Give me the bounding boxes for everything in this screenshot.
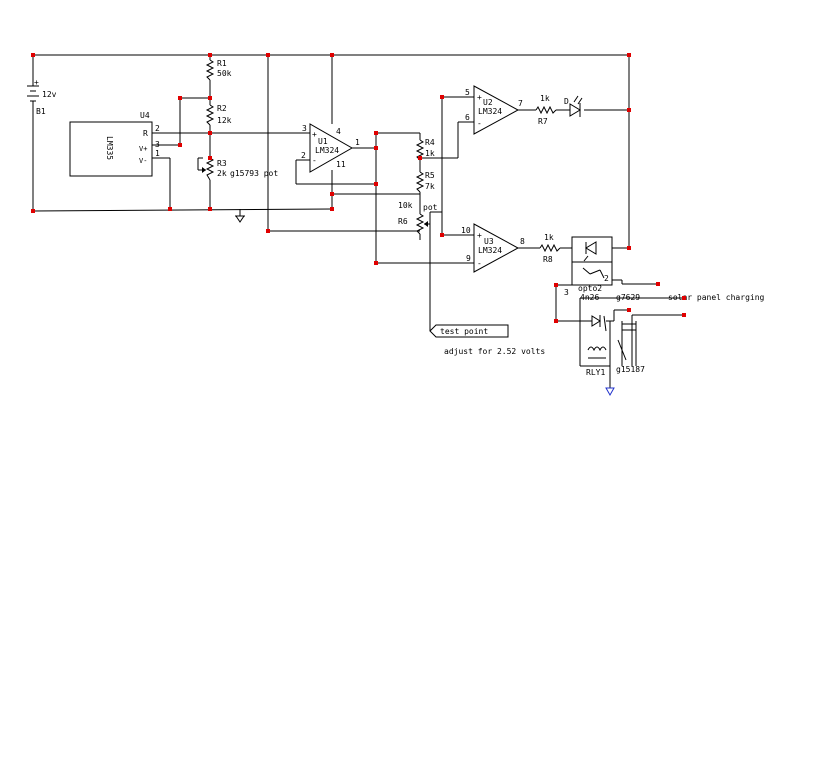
u3-pin-in-minus: 9 xyxy=(466,254,471,263)
r8-ref: R8 xyxy=(543,255,553,264)
ground-symbol-relay xyxy=(605,387,615,397)
r2-ref: R2 xyxy=(217,104,227,113)
junction-dots xyxy=(31,53,686,323)
test-point-label: test point xyxy=(440,327,488,336)
optocoupler: 2 opto2 3 4n26 g7629 xyxy=(564,241,640,302)
opto-pin3: 3 xyxy=(564,288,569,297)
ground-symbol xyxy=(235,215,245,223)
resistor-r5: R5 7k xyxy=(415,171,435,193)
battery-b1: + 12v B1 xyxy=(27,78,57,116)
r1-ref: R1 xyxy=(217,59,227,68)
r3-note: g15793 pot xyxy=(230,169,278,178)
lm335-pin-vminus: V- xyxy=(139,157,147,165)
lm335-u4: U4 LM335 R V+ V- 2 3 1 xyxy=(69,111,160,177)
resistor-r8: 1k R8 xyxy=(539,233,561,264)
lm335-pin3: 3 xyxy=(155,140,160,149)
opto-pin2: 2 xyxy=(604,274,609,283)
r2-value: 12k xyxy=(217,116,232,125)
r4-value: 1k xyxy=(425,149,435,158)
u1-minus: - xyxy=(312,156,317,165)
u3-part: LM324 xyxy=(478,246,502,255)
lm335-pin2: 2 xyxy=(155,124,160,133)
relay-note: g15187 xyxy=(616,365,645,374)
u1-part: LM324 xyxy=(315,146,339,155)
u1-pin-in-minus: 2 xyxy=(301,151,306,160)
lm335-part: LM335 xyxy=(105,136,114,160)
opamp-u3: + - U3 LM324 10 9 8 xyxy=(461,223,525,273)
battery-ref: B1 xyxy=(36,107,46,116)
battery-value: 12v xyxy=(42,90,57,99)
u3-ref: U3 xyxy=(484,237,494,246)
u1-pin-in-plus: 3 xyxy=(302,124,307,133)
r7-value: 1k xyxy=(540,94,550,103)
opto-part: 4n26 xyxy=(580,293,599,302)
lm335-pin-vplus: V+ xyxy=(139,145,147,153)
r6-note: pot xyxy=(423,203,438,212)
r3-ref: R3 xyxy=(217,159,227,168)
battery-plus: + xyxy=(34,78,39,87)
relay-ref: RLY1 xyxy=(586,368,605,377)
lm335-pin1: 1 xyxy=(155,149,160,158)
u2-part: LM324 xyxy=(478,107,502,116)
u3-plus: + xyxy=(477,231,482,240)
wires xyxy=(32,54,684,388)
u3-minus: - xyxy=(477,259,482,268)
resistor-r1: R1 50k xyxy=(205,59,232,81)
u2-pin-in-minus: 6 xyxy=(465,113,470,122)
resistor-r2: R2 12k xyxy=(205,104,232,126)
u1-ref: U1 xyxy=(318,137,328,146)
opamp-u1: + - U1 LM324 3 2 1 4 11 xyxy=(298,123,360,173)
u2-pin-in-plus: 5 xyxy=(465,88,470,97)
r5-ref: R5 xyxy=(425,171,435,180)
lm335-ref: U4 xyxy=(140,111,150,120)
r5-value: 7k xyxy=(425,182,435,191)
solar-label: solar panel charging xyxy=(668,293,765,302)
u3-pin-out: 8 xyxy=(520,237,525,246)
u1-pin-vcc: 4 xyxy=(336,127,341,136)
u2-pin-out: 7 xyxy=(518,99,523,108)
relay-rly1: RLY1 g15187 xyxy=(586,315,645,377)
r6-ref: R6 xyxy=(398,217,408,226)
u2-minus: - xyxy=(477,119,482,128)
resistor-r7: 1k R7 xyxy=(535,94,557,126)
r6-value: 10k xyxy=(398,201,413,210)
led-d: D xyxy=(564,95,583,117)
resistor-r3: R3 2k g15793 pot xyxy=(202,157,278,181)
r3-value: 2k xyxy=(217,169,227,178)
u1-plus: + xyxy=(312,130,317,139)
u2-ref: U2 xyxy=(483,98,493,107)
resistor-r6: 10k pot R6 xyxy=(398,201,438,235)
u3-pin-in-plus: 10 xyxy=(461,226,471,235)
opto-ref: opto2 xyxy=(578,284,602,293)
u1-pin-gnd: 11 xyxy=(336,160,346,169)
u1-pin-out: 1 xyxy=(355,138,360,147)
r4-ref: R4 xyxy=(425,138,435,147)
r8-value: 1k xyxy=(544,233,554,242)
led-ref: D xyxy=(564,97,569,106)
r1-value: 50k xyxy=(217,69,232,78)
test-point: test point xyxy=(429,324,509,338)
lm335-pin-r: R xyxy=(143,129,148,138)
opamp-u2: + - U2 LM324 5 6 7 xyxy=(465,85,523,135)
opto-note: g7629 xyxy=(616,293,640,302)
u2-plus: + xyxy=(477,93,482,102)
r7-ref: R7 xyxy=(538,117,548,126)
adjust-note: adjust for 2.52 volts xyxy=(444,347,545,356)
